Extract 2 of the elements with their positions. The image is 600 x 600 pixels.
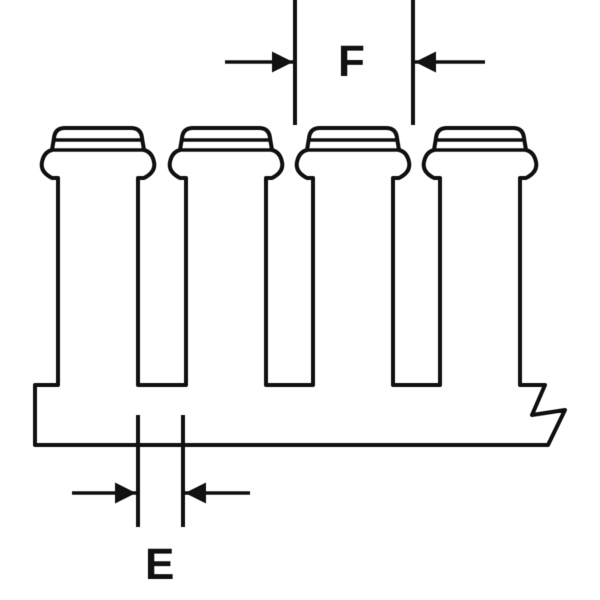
dimension-label: E: [145, 543, 174, 587]
dimension-label: F: [338, 40, 365, 84]
